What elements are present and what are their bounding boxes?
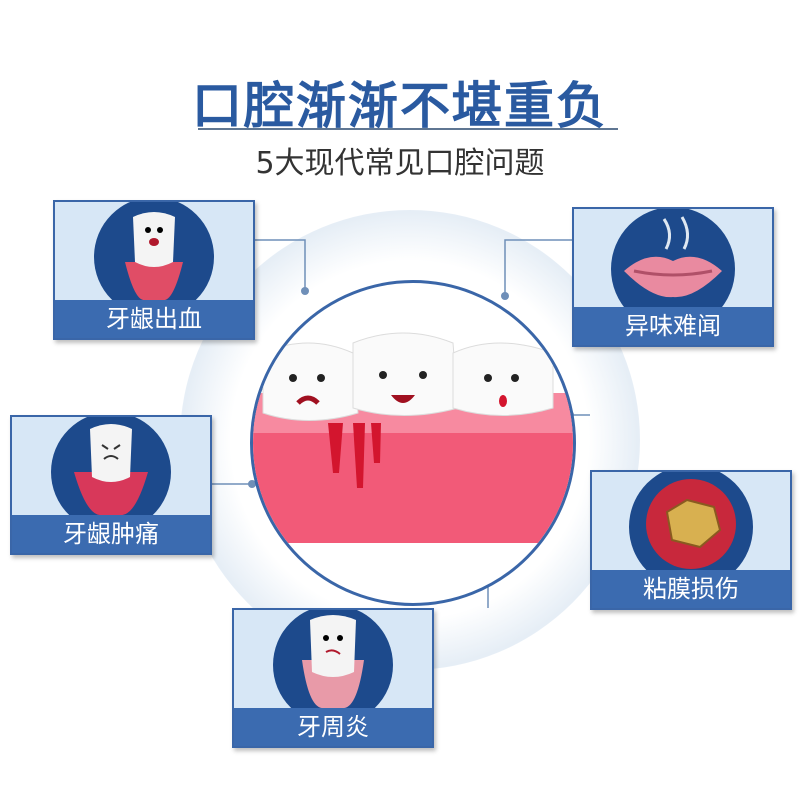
divider [198, 128, 618, 130]
bleeding-tooth-icon [94, 202, 214, 300]
problem-card-swollen-gum: 牙龈肿痛 [10, 415, 212, 555]
page-title: 口腔渐渐不堪重负 [192, 77, 608, 135]
problem-card-bad-breath: 异味难闻 [572, 207, 774, 347]
swollen-gum-tooth-icon [51, 417, 171, 515]
periodontitis-tooth-icon [273, 610, 393, 708]
problem-card-mucosa-damage: 粘膜损伤 [590, 470, 792, 610]
problem-label: 牙周炎 [234, 708, 432, 746]
problem-card-periodontitis: 牙周炎 [232, 608, 434, 748]
problem-label: 异味难闻 [574, 307, 772, 345]
mucosa-ulcer-icon [629, 472, 753, 570]
problem-card-gum-bleeding: 牙龈出血 [53, 200, 255, 340]
page-subtitle: 5大现代常见口腔问题 [255, 146, 545, 181]
center-teeth-illustration [250, 280, 576, 606]
bad-breath-lips-icon [611, 209, 735, 307]
problem-label: 牙龈肿痛 [12, 515, 210, 553]
problem-label: 粘膜损伤 [592, 570, 790, 608]
problem-label: 牙龈出血 [55, 300, 253, 338]
